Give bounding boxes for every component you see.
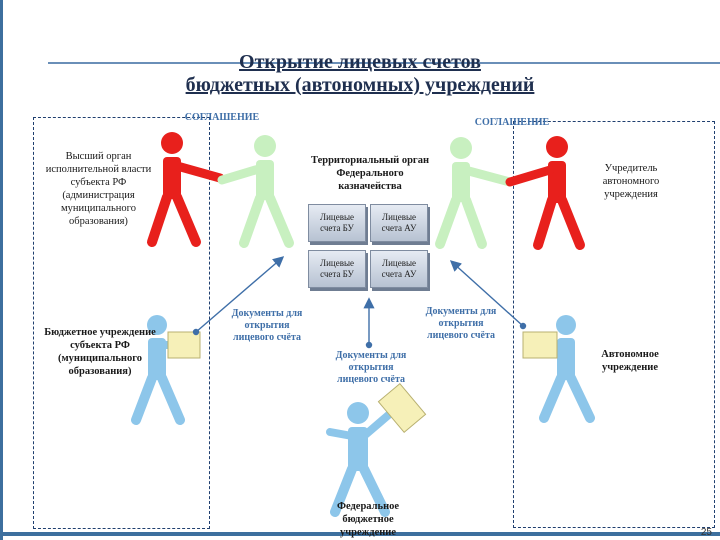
left-frame-border — [0, 0, 3, 540]
federal-institution-label: Федеральное бюджетное учреждение — [336, 501, 400, 538]
page-title: Открытие лицевых счетов бюджетных (автон… — [0, 51, 720, 97]
document-icon — [377, 382, 427, 434]
account-tile-au-top: Лицевые счета АУ — [370, 204, 428, 242]
budget-institution-figure — [131, 315, 201, 425]
treasury-org-label: Территориальный орган Федерального казна… — [310, 155, 430, 192]
account-tile-bu-bottom: Лицевые счета БУ — [308, 250, 366, 288]
documents-label-left: Документы для открытия лицевого счёта — [231, 308, 303, 343]
agreement-label-right: СОГЛАШЕНИЕ — [474, 117, 550, 128]
executive-authority-label: Высший орган исполнительной власти субъе… — [45, 151, 152, 227]
founder-label: Учредитель автономного учреждения — [602, 163, 660, 200]
account-tile-bu-top: Лицевые счета БУ — [308, 204, 366, 242]
autonomous-institution-figure — [522, 315, 595, 423]
agreement-label-left: СОГЛАШЕНИЕ — [184, 112, 260, 123]
documents-label-center: Документы для открытия лицевого счёта — [335, 350, 407, 385]
title-line-2: бюджетных (автономных) учреждений — [185, 74, 535, 96]
documents-label-right: Документы для открытия лицевого счёта — [425, 306, 497, 341]
page-number: 25 — [700, 527, 712, 538]
arrow-right — [449, 260, 527, 330]
treasury-figure-left — [217, 135, 294, 248]
arrow-left — [192, 256, 285, 336]
top-rule — [48, 62, 720, 64]
official-figure-left — [147, 132, 225, 247]
founder-figure-right — [505, 136, 585, 250]
title-line-1: Открытие лицевых счетов — [239, 51, 481, 73]
treasury-figure-right — [435, 137, 515, 249]
account-tile-au-bottom: Лицевые счета АУ — [370, 250, 428, 288]
document-icon — [522, 331, 558, 359]
right-agreement-box — [513, 121, 715, 528]
bottom-rule — [0, 532, 720, 536]
budget-institution-label: Бюджетное учреждение субъекта РФ (муници… — [44, 327, 156, 377]
document-icon — [167, 331, 201, 359]
arrow-center — [363, 297, 375, 349]
federal-institution-figure — [326, 382, 427, 517]
autonomous-institution-label: Автономное учреждение — [601, 349, 659, 373]
left-agreement-box — [33, 117, 210, 529]
